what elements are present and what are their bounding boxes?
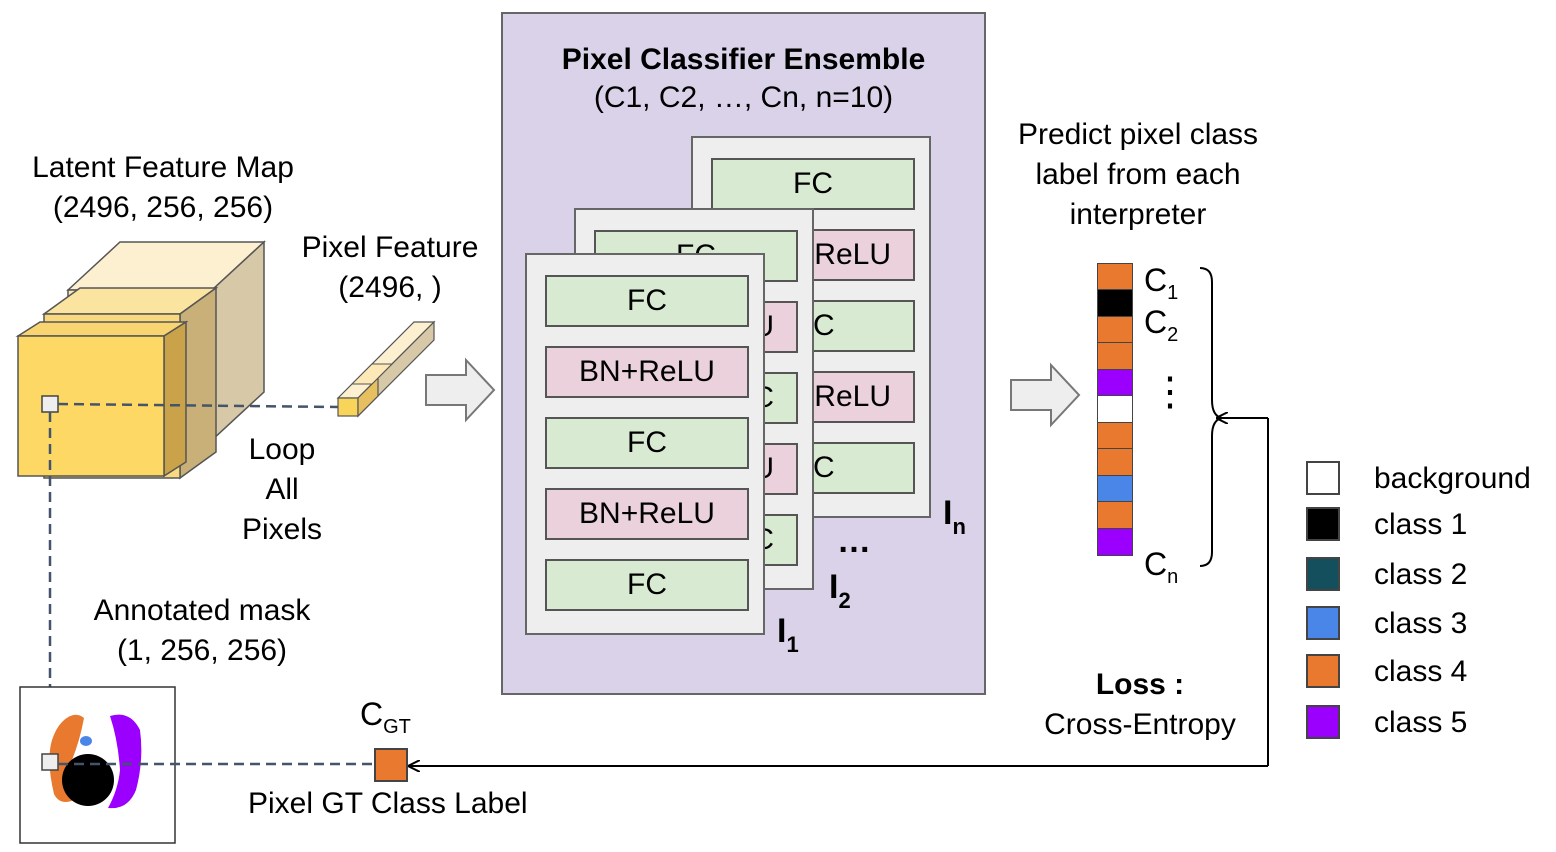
feature-to-ensemble-arrow (425, 357, 496, 423)
gt-label: CGT (360, 696, 411, 738)
loss-title: Loss : (1095, 668, 1185, 701)
legend-label: class 2 (1374, 558, 1468, 591)
prediction-cell (1097, 262, 1133, 291)
feature-map-cube (15, 240, 266, 480)
legend-swatch (1306, 654, 1340, 688)
layer-bn-relu: BN+ReLU (545, 488, 749, 540)
prediction-vdots: ⋮ (1150, 370, 1190, 414)
legend-swatch (1306, 606, 1340, 640)
prediction-cell (1097, 501, 1133, 529)
selected-pixel-marker (41, 395, 59, 413)
prediction-cell (1097, 315, 1133, 344)
mask-pixel-marker (41, 753, 59, 771)
prediction-label-cn: Cn (1144, 546, 1179, 588)
legend-label: class 1 (1374, 508, 1468, 541)
ensemble-title: Pixel Classifier Ensemble (561, 43, 926, 76)
mask-segments (49, 714, 142, 809)
loss-subtitle: Cross-Entropy (1044, 708, 1236, 741)
legend-swatch (1306, 507, 1340, 541)
prediction-title: Predict pixel class label from each inte… (1017, 118, 1259, 231)
legend-swatch (1306, 557, 1340, 591)
legend-label: background (1374, 462, 1531, 495)
layer-fc: FC (545, 559, 749, 611)
prediction-cell (1097, 395, 1133, 423)
legend-label: class 3 (1374, 607, 1468, 640)
gt-caption: Pixel GT Class Label (248, 787, 528, 820)
prediction-bar (1097, 262, 1133, 556)
mask-title: Annotated mask (1, 256, 256) (93, 594, 311, 667)
interpreter-label-n: In (943, 494, 966, 539)
prediction-cell (1097, 368, 1133, 397)
layer-bn-relu: BN+ReLU (545, 346, 749, 398)
legend-swatch (1306, 461, 1340, 495)
prediction-cell (1097, 289, 1133, 317)
interpreter-label-1: I1 (777, 612, 799, 657)
prediction-cell (1097, 474, 1133, 503)
ensemble-to-prediction-arrow (1010, 362, 1081, 428)
pixel-feature-bar (336, 320, 436, 418)
gt-class-box (374, 748, 408, 782)
ensemble-subtitle: (C1, C2, …, Cn, n=10) (593, 81, 894, 114)
layer-fc: FC (711, 158, 915, 210)
legend-swatch (1306, 705, 1340, 739)
prediction-label-c1: C1 (1144, 262, 1179, 304)
prediction-cell (1097, 421, 1133, 450)
interpreter-ellipsis: … (837, 522, 871, 560)
pixel-feature-title: Pixel Feature (2496, ) (301, 231, 479, 304)
layer-fc: FC (545, 275, 749, 327)
loop-label: Loop All Pixels (241, 433, 323, 546)
legend-label: class 4 (1374, 655, 1468, 688)
prediction-cell (1097, 448, 1133, 476)
feature-map-title: Latent Feature Map (2496, 256, 256) (32, 151, 294, 224)
interpreter-label-2: I2 (829, 568, 851, 613)
interpreter-card-1: FC BN+ReLU FC BN+ReLU FC (525, 253, 765, 635)
layer-fc: FC (545, 417, 749, 469)
legend-label: class 5 (1374, 706, 1468, 739)
prediction-cell (1097, 527, 1133, 556)
prediction-label-c2: C2 (1144, 304, 1179, 346)
pixel-classifier-ensemble: Pixel Classifier Ensemble (C1, C2, …, Cn… (501, 12, 986, 695)
pixel-to-feature-dashed (57, 402, 339, 409)
prediction-cell (1097, 342, 1133, 370)
